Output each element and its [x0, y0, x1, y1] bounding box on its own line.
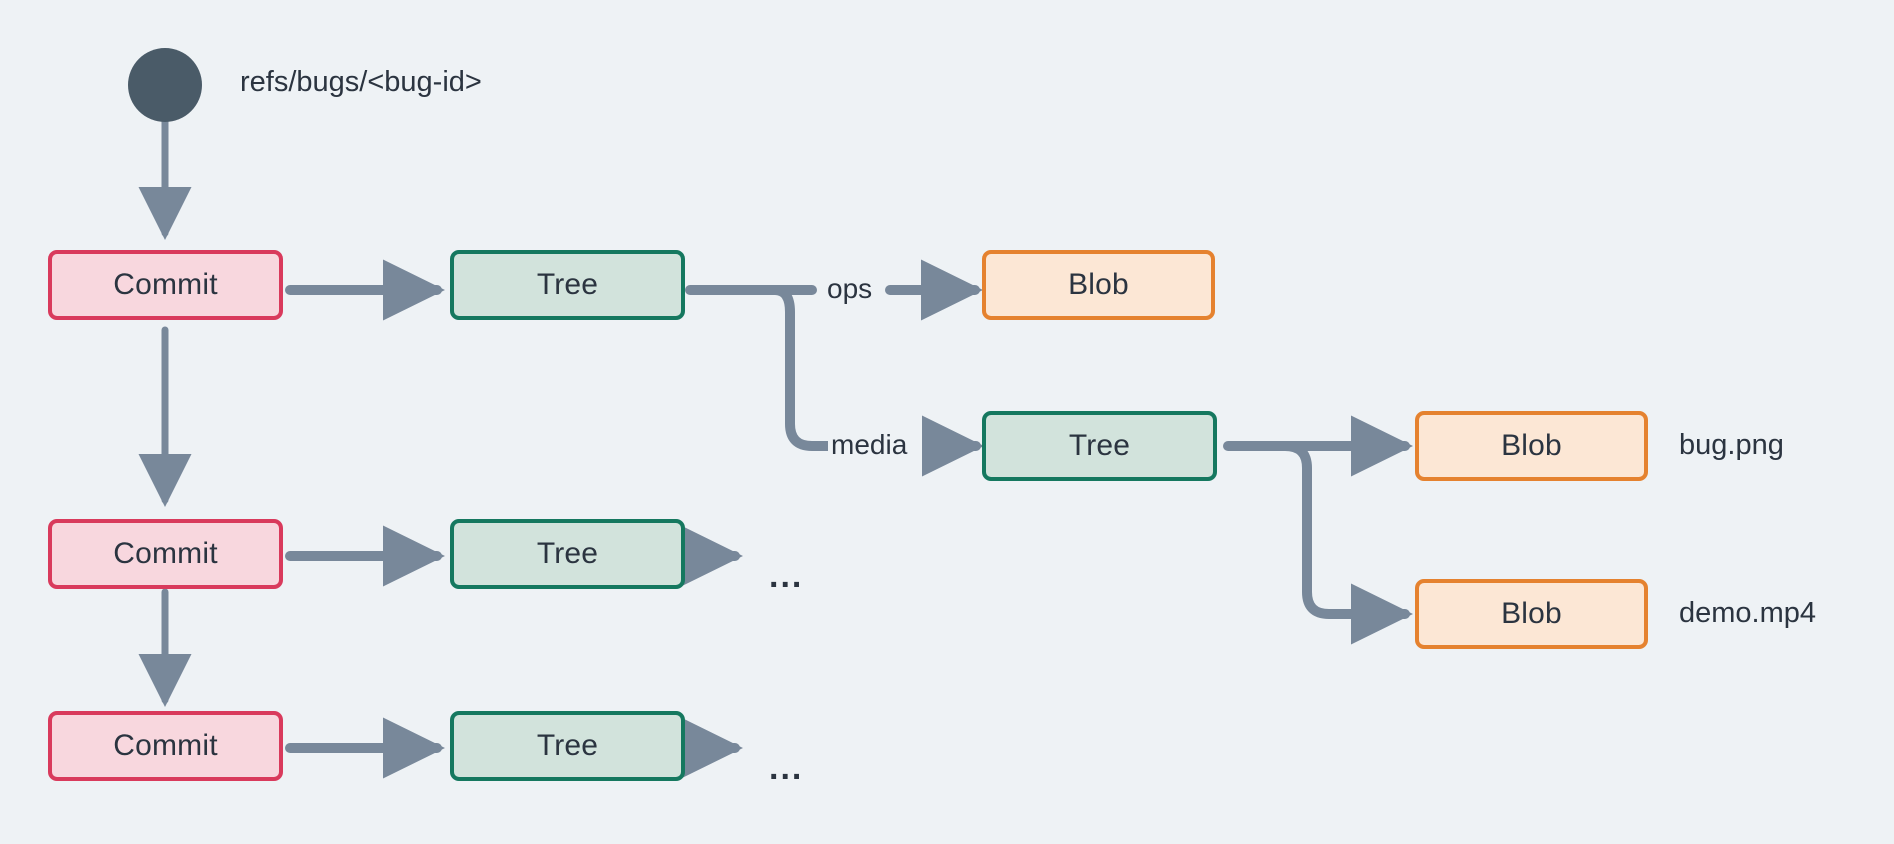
node-tree-3[interactable]: Tree: [450, 711, 685, 781]
node-tree-1[interactable]: Tree: [450, 250, 685, 320]
node-tree-media[interactable]: Tree: [982, 411, 1217, 481]
node-commit-3[interactable]: Commit: [48, 711, 283, 781]
node-commit-2[interactable]: Commit: [48, 519, 283, 589]
node-tree-2[interactable]: Tree: [450, 519, 685, 589]
node-commit-1[interactable]: Commit: [48, 250, 283, 320]
node-blob-bug-png[interactable]: Blob: [1415, 411, 1648, 481]
ref-label: refs/bugs/<bug-id>: [240, 66, 482, 98]
file-label-bug-png: bug.png: [1679, 429, 1784, 461]
node-blob-demo-mp4[interactable]: Blob: [1415, 579, 1648, 649]
ref-dot: [128, 48, 202, 122]
edge-label-ops: ops: [824, 273, 876, 305]
edge-treemedia-to-blob-demo: [1280, 441, 1413, 645]
edge-label-media: media: [828, 429, 911, 461]
ellipsis-row-3: ...: [769, 749, 804, 787]
ellipsis-row-2: ...: [769, 557, 804, 595]
edge-tree1-trunk-media: [770, 285, 835, 451]
file-label-demo-mp4: demo.mp4: [1679, 597, 1817, 629]
node-blob-ops[interactable]: Blob: [982, 250, 1215, 320]
